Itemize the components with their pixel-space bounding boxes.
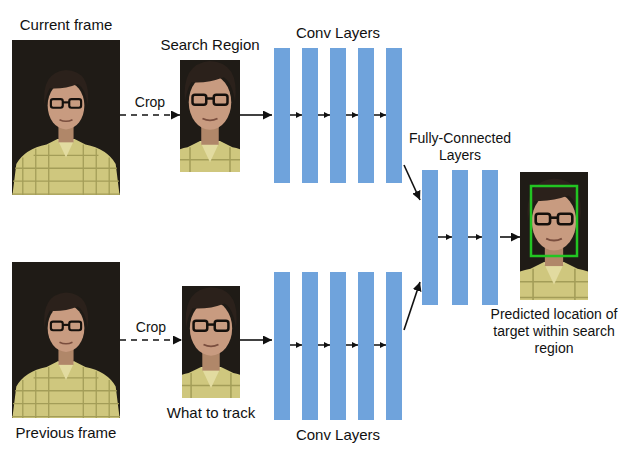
flow-arrow bbox=[404, 282, 420, 330]
flow-arrow bbox=[500, 236, 520, 238]
node-heading: Conv Layers bbox=[296, 426, 380, 444]
image-panel: Current frame bbox=[12, 40, 120, 195]
flow-arrow bbox=[240, 114, 272, 116]
conv-layer-bars bbox=[274, 48, 402, 420]
node-heading: Previous frame bbox=[16, 424, 117, 442]
node-heading: Fully-Connected Layers bbox=[400, 130, 520, 164]
person-figure bbox=[358, 7, 622, 452]
image-panel: What to track bbox=[182, 286, 240, 398]
node-heading: Current frame bbox=[20, 16, 113, 34]
layer-stack: Conv Layers bbox=[272, 272, 404, 420]
fc-layer-bars bbox=[422, 170, 498, 305]
crop-arrow bbox=[120, 114, 180, 116]
flow-arrow bbox=[240, 339, 272, 341]
node-heading: What to track bbox=[167, 404, 255, 422]
edge-label: Crop bbox=[136, 319, 166, 336]
edge-label: Crop bbox=[135, 94, 165, 111]
image-panel: Previous frame bbox=[12, 262, 120, 418]
output-photo bbox=[358, 7, 622, 452]
image-panel: Predicted location of target within sear… bbox=[520, 172, 588, 300]
image-panel: Search Region bbox=[180, 60, 240, 172]
flow-arrow bbox=[404, 165, 420, 200]
node-heading: Predicted location of target within sear… bbox=[489, 306, 619, 356]
bounding-box bbox=[531, 186, 577, 256]
node-heading: Conv Layers bbox=[296, 24, 380, 42]
layer-stack: Fully-Connected Layers bbox=[420, 170, 500, 305]
node-heading: Search Region bbox=[160, 36, 259, 54]
crop-arrow bbox=[120, 339, 182, 341]
layer-stack: Conv Layers bbox=[272, 48, 404, 183]
